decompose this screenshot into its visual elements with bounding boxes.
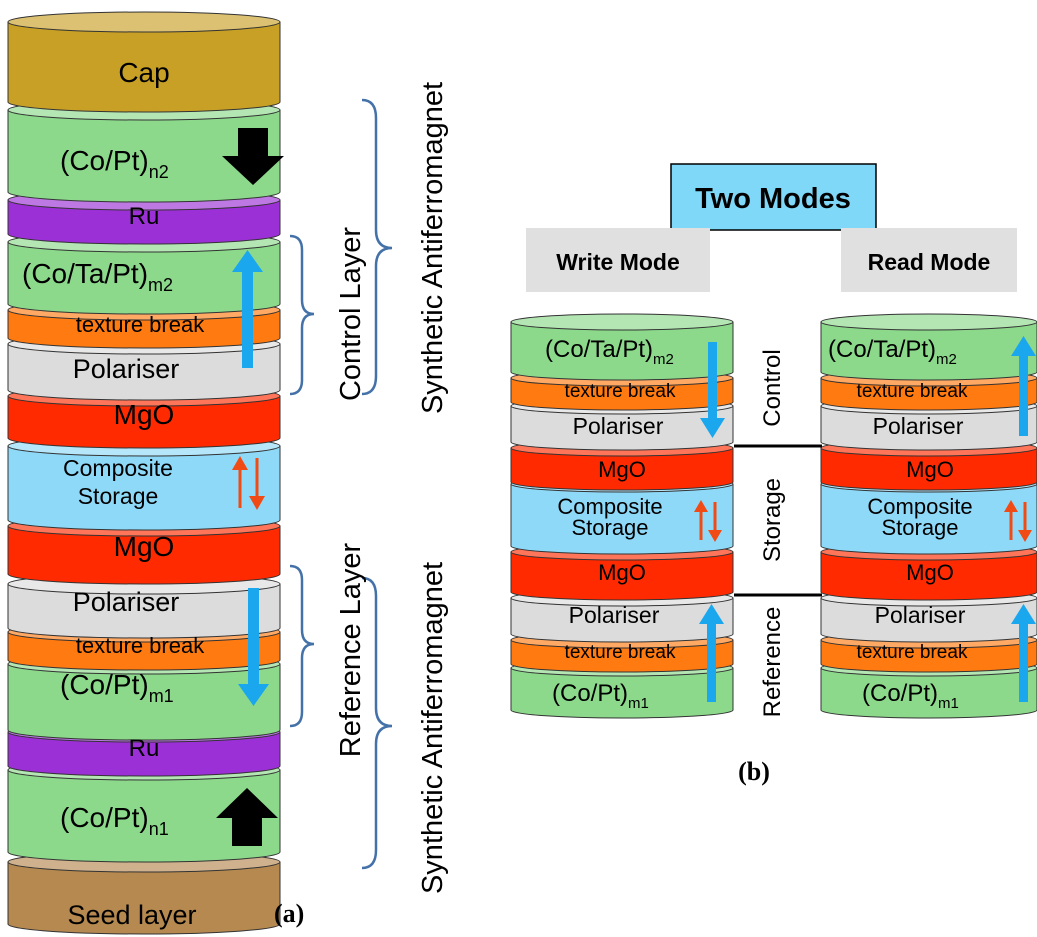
r-copt-m1-label: (Co/Pt)m1 (862, 680, 959, 712)
two-modes-box (670, 163, 877, 231)
write-blue-down-arrow (700, 342, 725, 438)
write-mode-header (526, 228, 710, 292)
control-bracket (289, 234, 315, 396)
storage-label-1: Composite (63, 455, 173, 481)
r-polariser-top-label: Polariser (873, 413, 964, 439)
texture-top-label: texture break (76, 312, 205, 337)
copt-m1-label: (Co/Pt)m1 (60, 669, 174, 706)
w-storage-label-2: Storage (571, 515, 648, 540)
storage-label-2: Storage (78, 483, 159, 509)
read-mode-header (841, 228, 1017, 292)
write-storage-arrows (694, 500, 722, 542)
panel-b-header: Two Modes Write Mode Read Mode (526, 163, 1017, 292)
region-labels: Control Storage Reference (759, 349, 786, 717)
panel-a-bracket-labels: Control Layer Synthetic Antiferromagnet … (335, 82, 449, 894)
panel-a-stack (7, 11, 281, 935)
mgo-top-label: MgO (114, 399, 175, 430)
mgo-bottom-label: MgO (114, 531, 175, 562)
blue-up-arrow-control (232, 250, 263, 368)
read-storage-arrows (1004, 500, 1032, 542)
panel-a-label: (a) (274, 899, 304, 928)
w-polariser-top-label: Polariser (573, 413, 664, 439)
w-storage-label-1: Composite (557, 494, 662, 519)
region-reference-label: Reference (759, 607, 786, 718)
read-blue-up-arrow (1011, 336, 1036, 436)
r-texture-bottom-label: texture break (857, 642, 968, 663)
r-storage-label-1: Composite (867, 494, 972, 519)
control-layer-label: Control Layer (335, 227, 367, 401)
r-cotapt-cylinder (820, 313, 1037, 381)
saf-bottom-bracket (361, 576, 393, 870)
storage-up-down-arrows (232, 456, 265, 510)
w-cotapt-cylinder (510, 313, 734, 381)
black-up-arrow (216, 788, 278, 846)
saf-bottom-label: Synthetic Antiferromagnet (417, 562, 449, 894)
region-storage-label: Storage (759, 478, 786, 562)
r-mgo-bottom-label: MgO (906, 560, 954, 585)
panel-b-label: (b) (738, 757, 770, 786)
polariser-bottom-label: Polariser (73, 587, 180, 617)
ru-bottom-label: Ru (129, 735, 160, 762)
w-texture-bottom-label: texture break (565, 642, 676, 663)
panel-b-arrows (694, 336, 1036, 702)
copt-n1-label: (Co/Pt)n1 (60, 802, 169, 839)
w-cotapt-label: (Co/Ta/Pt)m2 (545, 336, 674, 368)
write-blue-up-arrow-reference (699, 604, 724, 702)
region-divider-lines (734, 444, 822, 597)
read-mode-labels: (Co/Ta/Pt)m2 texture break Polariser MgO… (828, 336, 973, 712)
black-down-arrow (222, 128, 284, 185)
panel-a-arrows (216, 128, 284, 846)
w-polariser-bottom-label: Polariser (569, 602, 660, 628)
saf-top-label: Synthetic Antiferromagnet (417, 82, 449, 414)
cotapt-label: (Co/Ta/Pt)m2 (22, 258, 173, 295)
w-copt-m1-label: (Co/Pt)m1 (552, 680, 649, 712)
write-mode-stack (510, 313, 734, 719)
cap-label: Cap (118, 57, 169, 88)
saf-top-bracket (361, 98, 393, 396)
r-mgo-top-label: MgO (906, 457, 954, 482)
texture-bottom-label: texture break (76, 633, 205, 658)
w-mgo-top-label: MgO (598, 457, 646, 482)
read-blue-up-arrow-reference (1011, 604, 1036, 702)
r-storage-label-2: Storage (881, 515, 958, 540)
r-cotapt-label: (Co/Ta/Pt)m2 (828, 336, 957, 368)
copt-n2-label: (Co/Pt)n2 (60, 145, 169, 182)
read-mode-label: Read Mode (868, 249, 991, 275)
region-control-label: Control (759, 349, 786, 426)
seed-label: Seed layer (67, 900, 196, 930)
w-texture-top-label: texture break (565, 381, 676, 402)
r-polariser-bottom-label: Polariser (875, 602, 966, 628)
ru-top-label: Ru (129, 203, 160, 230)
reference-layer-label: Reference Layer (335, 542, 367, 757)
write-mode-labels: (Co/Ta/Pt)m2 texture break Polariser MgO… (545, 336, 676, 712)
polariser-top-label: Polariser (73, 354, 180, 384)
write-mode-label: Write Mode (556, 249, 680, 275)
panel-a-brackets (289, 98, 393, 870)
panel-a-labels: Cap (Co/Pt)n2 Ru (Co/Ta/Pt)m2 texture br… (22, 57, 304, 930)
blue-down-arrow-reference (238, 588, 269, 706)
reference-bracket (289, 564, 315, 728)
two-modes-title: Two Modes (695, 183, 851, 215)
w-mgo-bottom-label: MgO (598, 560, 646, 585)
r-texture-top-label: texture break (857, 381, 968, 402)
cap-cylinder (7, 11, 281, 113)
read-mode-stack (820, 313, 1037, 719)
